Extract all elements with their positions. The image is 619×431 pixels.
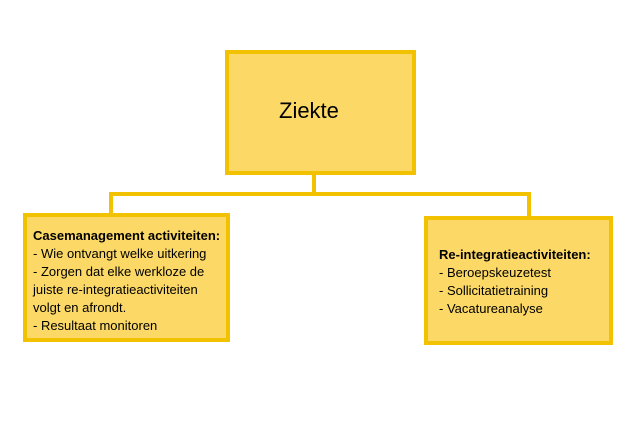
list-item: - Wie ontvangt welke uitkering — [33, 246, 207, 261]
list-item: juiste re-integratieactiviteiten — [33, 282, 198, 297]
re-integratie-list: - Beroepskeuzetest - Sollicitatietrainin… — [439, 264, 609, 318]
casemanagement-heading: Casemanagement activiteiten: — [33, 228, 221, 243]
node-re-integratie: Re-integratieactiviteiten: - Beroepskeuz… — [424, 216, 613, 345]
list-item: volgt en afrondt. — [33, 300, 127, 315]
list-item: - Beroepskeuzetest — [439, 265, 552, 280]
casemanagement-list: - Wie ontvangt welke uitkering - Zorgen … — [33, 245, 226, 335]
list-item: - Vacatureanalyse — [439, 301, 543, 316]
re-integratie-heading: Re-integratieactiviteiten: — [439, 247, 591, 262]
root-node-ziekte: Ziekte — [225, 50, 416, 175]
list-item: - Resultaat monitoren — [33, 318, 158, 333]
list-item: - Zorgen dat elke werkloze de — [33, 264, 205, 279]
root-node-title: Ziekte — [279, 98, 339, 123]
node-casemanagement: Casemanagement activiteiten: - Wie ontva… — [23, 213, 230, 342]
list-item: - Sollicitatietraining — [439, 283, 549, 298]
